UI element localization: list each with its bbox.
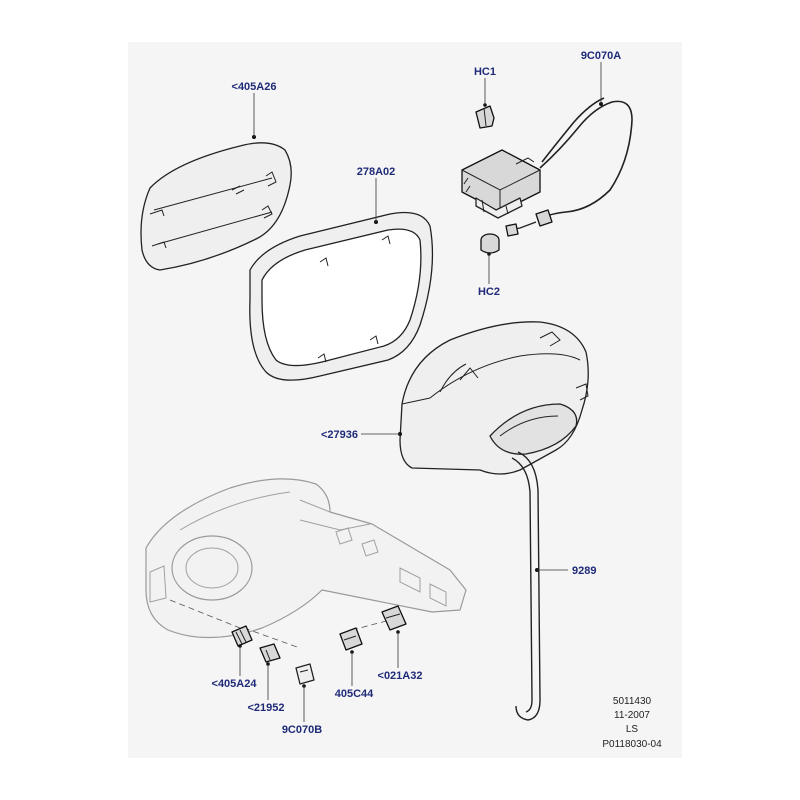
callout-278a02: 278A02	[357, 166, 396, 178]
callout-021a32: <021A32	[378, 670, 423, 682]
ref-number: 5011430	[613, 696, 652, 707]
assembly-line	[351, 619, 391, 631]
bracket-405c44	[339, 627, 363, 654]
callout-21952: <21952	[247, 702, 284, 714]
callout-405c44: 405C44	[335, 688, 374, 700]
callout-27936: <27936	[321, 429, 358, 441]
callout-405a26: <405A26	[232, 81, 277, 93]
clip-hc1	[475, 103, 495, 129]
spring-405a24	[231, 625, 253, 648]
release-cable	[505, 97, 633, 237]
fuel-flap-door	[140, 135, 292, 271]
pin-21952	[259, 643, 281, 666]
callout-405a24: <405A24	[212, 678, 258, 690]
callout-9289: 9289	[572, 565, 596, 577]
release-actuator	[461, 149, 541, 219]
callout-hc1: HC1	[474, 66, 496, 78]
gasket-seal	[249, 211, 434, 381]
ref-code: LS	[626, 724, 639, 735]
callout-hc2: HC2	[478, 286, 500, 298]
body-pocket	[145, 478, 467, 639]
retainer-021a32	[381, 605, 407, 634]
assembly-line	[169, 599, 241, 629]
clip-9c070b	[295, 663, 315, 688]
callout-9c070a: 9C070A	[581, 50, 621, 62]
callout-9c070b: 9C070B	[282, 724, 322, 736]
bush-hc2	[480, 233, 500, 256]
leader-lines	[239, 62, 602, 722]
filler-housing	[398, 321, 589, 475]
ref-date: 11-2007	[614, 710, 650, 721]
ref-illustration-id: P0118030-04	[602, 739, 662, 750]
